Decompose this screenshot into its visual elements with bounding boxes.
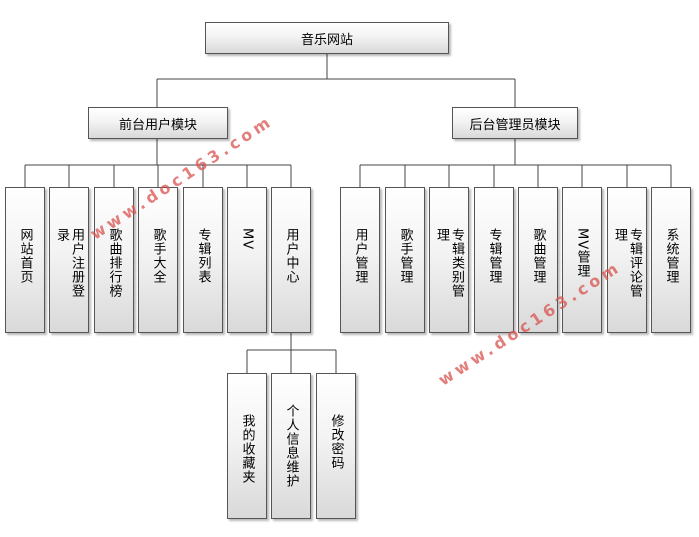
front-module-label: 前台用户模块 xyxy=(118,117,197,133)
back-child-node: 专辑类别管理 xyxy=(429,187,469,333)
front-child-label: 歌手大全 xyxy=(150,228,166,284)
back-child-node: MV管理 xyxy=(562,187,602,333)
front-child-label: 用户注册登录 xyxy=(54,228,84,298)
back-child-label: 专辑管理 xyxy=(486,228,502,284)
front-child-node: 用户注册登录 xyxy=(49,187,89,333)
root-node: 音乐网站 xyxy=(205,22,449,54)
back-child-label: 歌手管理 xyxy=(397,228,413,284)
back-child-node: 用户管理 xyxy=(340,187,380,333)
back-child-label: 专辑类别管理 xyxy=(434,228,464,298)
back-child-label: MV管理 xyxy=(574,228,590,279)
front-child-node: MV xyxy=(227,187,267,333)
user-center-child-label: 我的收藏夹 xyxy=(239,414,255,484)
back-child-label: 歌曲管理 xyxy=(530,228,546,284)
back-child-label: 专辑评论管理 xyxy=(612,228,642,298)
user-center-child-label: 修改密码 xyxy=(328,414,344,470)
user-center-child-node: 个人信息维护 xyxy=(271,373,311,519)
back-child-node: 专辑评论管理 xyxy=(607,187,647,333)
back-module-label: 后台管理员模块 xyxy=(469,117,561,133)
user-center-child-label: 个人信息维护 xyxy=(283,404,299,488)
front-child-node: 歌曲排行榜 xyxy=(94,187,134,333)
back-child-node: 歌手管理 xyxy=(385,187,425,333)
front-child-label: 专辑列表 xyxy=(195,228,211,284)
back-child-node: 专辑管理 xyxy=(474,187,514,333)
front-child-node: 专辑列表 xyxy=(183,187,223,333)
user-center-child-node: 我的收藏夹 xyxy=(227,373,267,519)
front-child-label: 网站首页 xyxy=(17,228,33,284)
back-child-node: 歌曲管理 xyxy=(518,187,558,333)
root-label: 音乐网站 xyxy=(300,32,353,48)
back-child-node: 系统管理 xyxy=(651,187,691,333)
front-child-label: MV xyxy=(239,228,255,251)
back-module-node: 后台管理员模块 xyxy=(452,107,578,139)
user-center-child-node: 修改密码 xyxy=(316,373,356,519)
front-child-node: 歌手大全 xyxy=(138,187,178,333)
user-center-node: 用户中心 xyxy=(271,187,311,333)
front-child-label: 用户中心 xyxy=(283,228,299,284)
back-child-label: 用户管理 xyxy=(352,228,368,284)
front-module-node: 前台用户模块 xyxy=(88,107,228,139)
front-child-label: 歌曲排行榜 xyxy=(106,228,122,298)
front-child-node: 网站首页 xyxy=(5,187,45,333)
back-child-label: 系统管理 xyxy=(663,228,679,284)
